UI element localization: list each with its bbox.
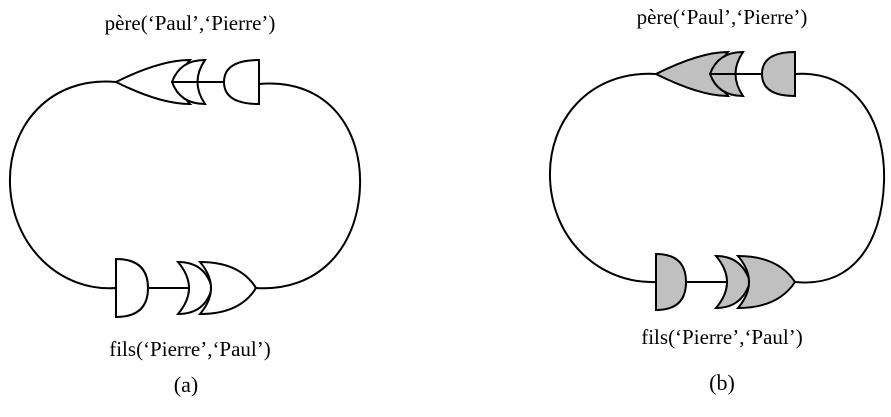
- panel-b-bottom-connector: [655, 252, 797, 312]
- panel-a-right-loop: [255, 82, 362, 290]
- panel-b-right-loop: [794, 72, 886, 284]
- panel-a-bottom-connector: [115, 257, 258, 319]
- panel-a: père(‘Paul’,‘Pierre’) fils(‘Pierre’,‘Pau…: [8, 11, 362, 397]
- panel-a-left-loop: [8, 80, 117, 290]
- panel-b-bottom-or-shape-left: [713, 254, 752, 310]
- panel-b-top-and-shape: [760, 50, 796, 98]
- panel-b-bottom-or-shape-right: [735, 254, 797, 310]
- panel-a-top-and-shape: [222, 58, 260, 106]
- panel-b-caption: (b): [709, 370, 735, 395]
- panel-b-bottom-label: fils(‘Pierre’,‘Paul’): [641, 325, 803, 349]
- panel-a-bottom-or-shape-left: [175, 260, 214, 316]
- panel-a-bottom-label: fils(‘Pierre’,‘Paul’): [109, 337, 271, 361]
- panel-b-left-loop: [548, 72, 657, 284]
- panel-a-caption: (a): [174, 372, 198, 397]
- panel-a-bottom-and-shape: [115, 257, 150, 319]
- panel-a-top-label: père(‘Paul’,‘Pierre’): [105, 11, 276, 35]
- panel-b: père(‘Paul’,‘Pierre’) fils(‘Pierre’,‘Pau…: [548, 5, 886, 395]
- panel-b-top-connector: [653, 50, 796, 98]
- panel-b-bottom-and-shape: [655, 252, 688, 312]
- panel-b-top-label: père(‘Paul’,‘Pierre’): [637, 5, 808, 29]
- panel-a-bottom-or-shape-right: [197, 260, 258, 316]
- panel-a-top-connector: [113, 58, 260, 106]
